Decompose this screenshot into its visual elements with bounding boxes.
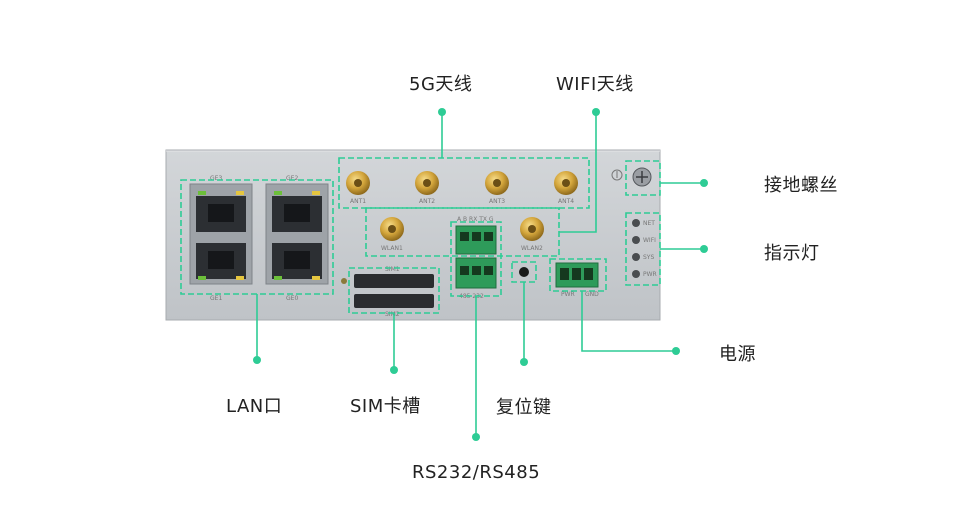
- label-5g-antenna: 5G天线: [409, 74, 473, 95]
- label-reset: 复位键: [496, 397, 552, 418]
- power-terminal: PWR GND: [555, 262, 599, 298]
- pwr-label: PWR: [561, 291, 575, 298]
- ground-screw: [611, 167, 652, 187]
- dot-ground: [700, 179, 708, 187]
- power-callout-box: [549, 258, 607, 292]
- label-serial: RS232/RS485: [412, 462, 541, 483]
- dot-serial: [472, 433, 480, 441]
- dot-reset: [520, 358, 528, 366]
- wlan2-label: WLAN2: [521, 245, 543, 252]
- dot-5g: [438, 108, 446, 116]
- leader-lines: [256, 112, 704, 437]
- indicator-callout-box: [625, 212, 661, 286]
- lan-label-ge1: GE1: [210, 295, 222, 302]
- reset-button-hole: [519, 267, 529, 277]
- ant3-label: ANT3: [489, 198, 505, 205]
- lan-label-ge2: GE2: [286, 175, 298, 182]
- led-net-label: NET: [643, 220, 655, 227]
- serial-terminal: A B RX TX G 485 232: [455, 216, 497, 300]
- sim-slots: SIM1 SIM2: [341, 266, 434, 318]
- ground-callout-box: [625, 160, 661, 196]
- dot-wifi: [592, 108, 600, 116]
- sim-label-2: SIM2: [385, 311, 400, 318]
- sim-label-1: SIM1: [385, 266, 400, 273]
- gnd-label: GND: [585, 291, 599, 298]
- led-pwr-label: PWR: [643, 271, 657, 278]
- led-sys-label: SYS: [643, 254, 654, 261]
- serial-top-label: A B RX TX G: [457, 216, 494, 223]
- dot-power: [672, 347, 680, 355]
- ant4-label: ANT4: [558, 198, 574, 205]
- label-indicator: 指示灯: [764, 243, 820, 264]
- label-ground-screw: 接地螺丝: [764, 175, 838, 196]
- antenna-5g-connectors: ANT1 ANT2 ANT3 ANT4: [346, 171, 578, 205]
- label-sim: SIM卡槽: [350, 396, 421, 417]
- label-power: 电源: [719, 344, 756, 365]
- lan-label-ge0: GE0: [286, 295, 298, 302]
- antenna-5g-callout-box: [338, 157, 590, 209]
- antenna-wifi-connectors: WLAN1 WLAN2: [380, 217, 544, 252]
- dot-lan: [253, 356, 261, 364]
- led-wifi-label: WIFI: [643, 237, 656, 244]
- leader-power: [581, 291, 676, 352]
- lan-ports: GE3 GE2 GE1 GE0: [189, 175, 329, 302]
- indicator-leds: NET WIFI SYS PWR: [632, 219, 657, 278]
- ant2-label: ANT2: [419, 198, 435, 205]
- dot-sim: [390, 366, 398, 374]
- ant1-label: ANT1: [350, 198, 366, 205]
- label-wifi-antenna: WIFI天线: [556, 74, 634, 95]
- dot-indicator: [700, 245, 708, 253]
- leader-wifi: [559, 112, 597, 233]
- lan-label-ge3: GE3: [210, 175, 222, 182]
- wlan1-label: WLAN1: [381, 245, 403, 252]
- label-lan: LAN口: [226, 396, 283, 417]
- leader-dots: [253, 108, 708, 441]
